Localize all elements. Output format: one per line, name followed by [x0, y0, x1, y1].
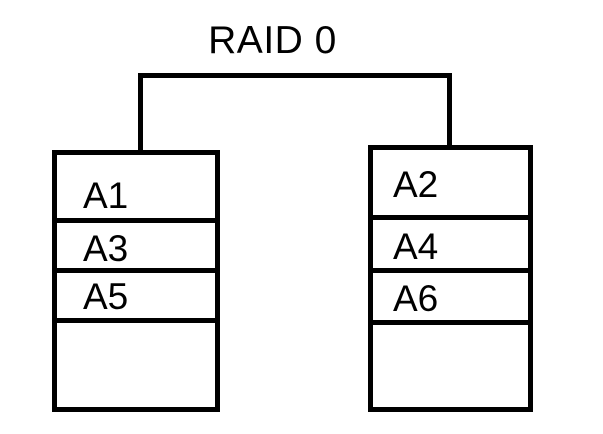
bus-drop-line-disk-0: [138, 73, 143, 153]
stripe-label: A5: [83, 276, 129, 317]
bus-drop-line-disk-1: [447, 73, 452, 148]
stripe-cell: A4: [373, 220, 528, 273]
disk-1: A2 A4 A6: [368, 145, 533, 412]
stripe-cell: A5: [57, 273, 215, 323]
stripe-cell: A3: [57, 223, 215, 273]
page-title: RAID 0: [208, 19, 337, 62]
disk-0: A1 A3 A5: [52, 150, 220, 412]
stripe-cell: A2: [373, 150, 528, 220]
stripe-cell-empty: [57, 323, 215, 407]
stripe-label: A2: [393, 164, 439, 205]
stripe-label: A1: [83, 175, 129, 216]
stripe-cell: A6: [373, 273, 528, 325]
stripe-cell: A1: [57, 155, 215, 223]
stripe-label: A6: [393, 278, 439, 319]
bus-horizontal-line: [138, 73, 452, 78]
stripe-label: A4: [393, 226, 439, 267]
stripe-label: A3: [83, 228, 129, 269]
stripe-cell-empty: [373, 325, 528, 407]
